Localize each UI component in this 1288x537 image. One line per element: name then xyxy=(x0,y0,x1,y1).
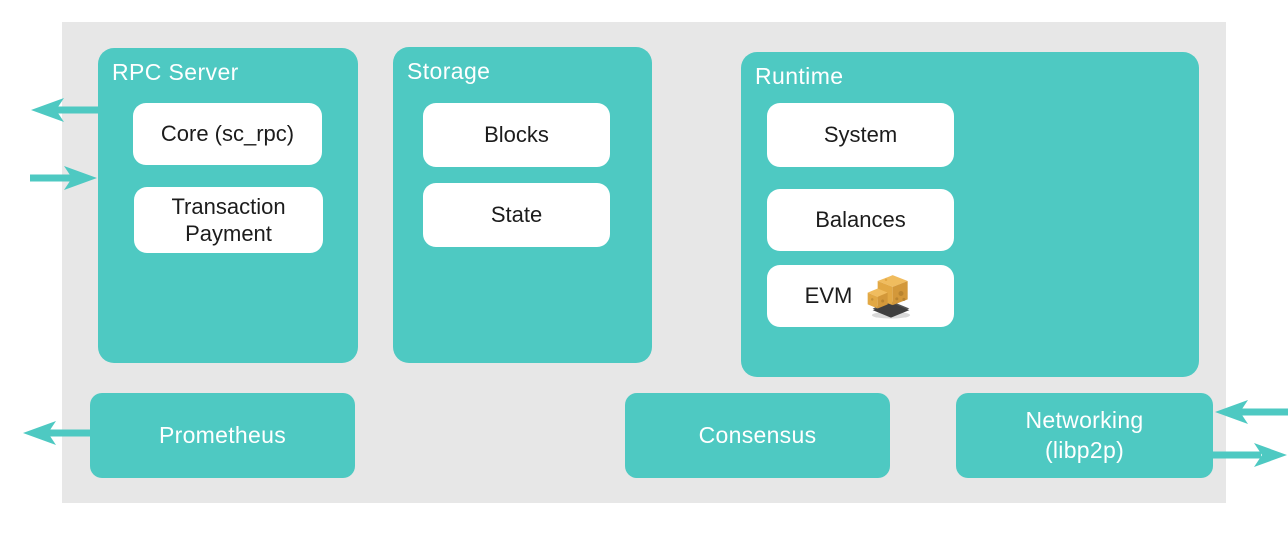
arrow-rpc-outbound-icon xyxy=(31,98,98,122)
group-storage-title: Storage xyxy=(407,58,491,84)
arrow-networking-outbound-icon xyxy=(1213,443,1287,467)
node-state-label: State xyxy=(490,202,543,228)
node-evm-label: EVM xyxy=(804,283,853,309)
node-evm: EVM xyxy=(767,265,954,327)
node-consensus-label: Consensus xyxy=(698,421,817,448)
node-state: State xyxy=(423,183,610,247)
node-system-label: System xyxy=(823,122,898,148)
group-rpc-server: RPC Server Core (sc_rpc) Transaction Pay… xyxy=(98,48,358,363)
node-networking-label-line1: Networking xyxy=(1025,406,1144,433)
node-system: System xyxy=(767,103,954,167)
node-blocks: Blocks xyxy=(423,103,610,167)
arrow-rpc-inbound-icon xyxy=(30,166,97,190)
node-core-sc-rpc-label: Core (sc_rpc) xyxy=(160,121,295,147)
node-blocks-label: Blocks xyxy=(484,122,549,148)
node-transaction-payment: Transaction Payment xyxy=(134,187,323,253)
node-consensus: Consensus xyxy=(625,393,890,478)
node-networking-label-line2: (libp2p) xyxy=(1044,436,1125,463)
node-prometheus: Prometheus xyxy=(90,393,355,478)
group-rpc-server-title: RPC Server xyxy=(112,59,239,85)
node-balances: Balances xyxy=(767,189,954,251)
node-prometheus-label: Prometheus xyxy=(158,421,286,448)
node-networking: Networking (libp2p) xyxy=(956,393,1213,478)
node-core-sc-rpc: Core (sc_rpc) xyxy=(133,103,322,165)
node-balances-label: Balances xyxy=(815,207,906,233)
cheese-icon xyxy=(868,275,911,319)
group-runtime-title: Runtime xyxy=(755,63,844,89)
group-storage: Storage Blocks State xyxy=(393,47,652,363)
group-runtime: Runtime System Balances EVM xyxy=(741,52,1199,377)
arrow-networking-inbound-icon xyxy=(1215,400,1288,424)
node-transaction-payment-label: Transaction Payment xyxy=(171,193,286,247)
arrow-prometheus-outbound-icon xyxy=(23,421,90,445)
